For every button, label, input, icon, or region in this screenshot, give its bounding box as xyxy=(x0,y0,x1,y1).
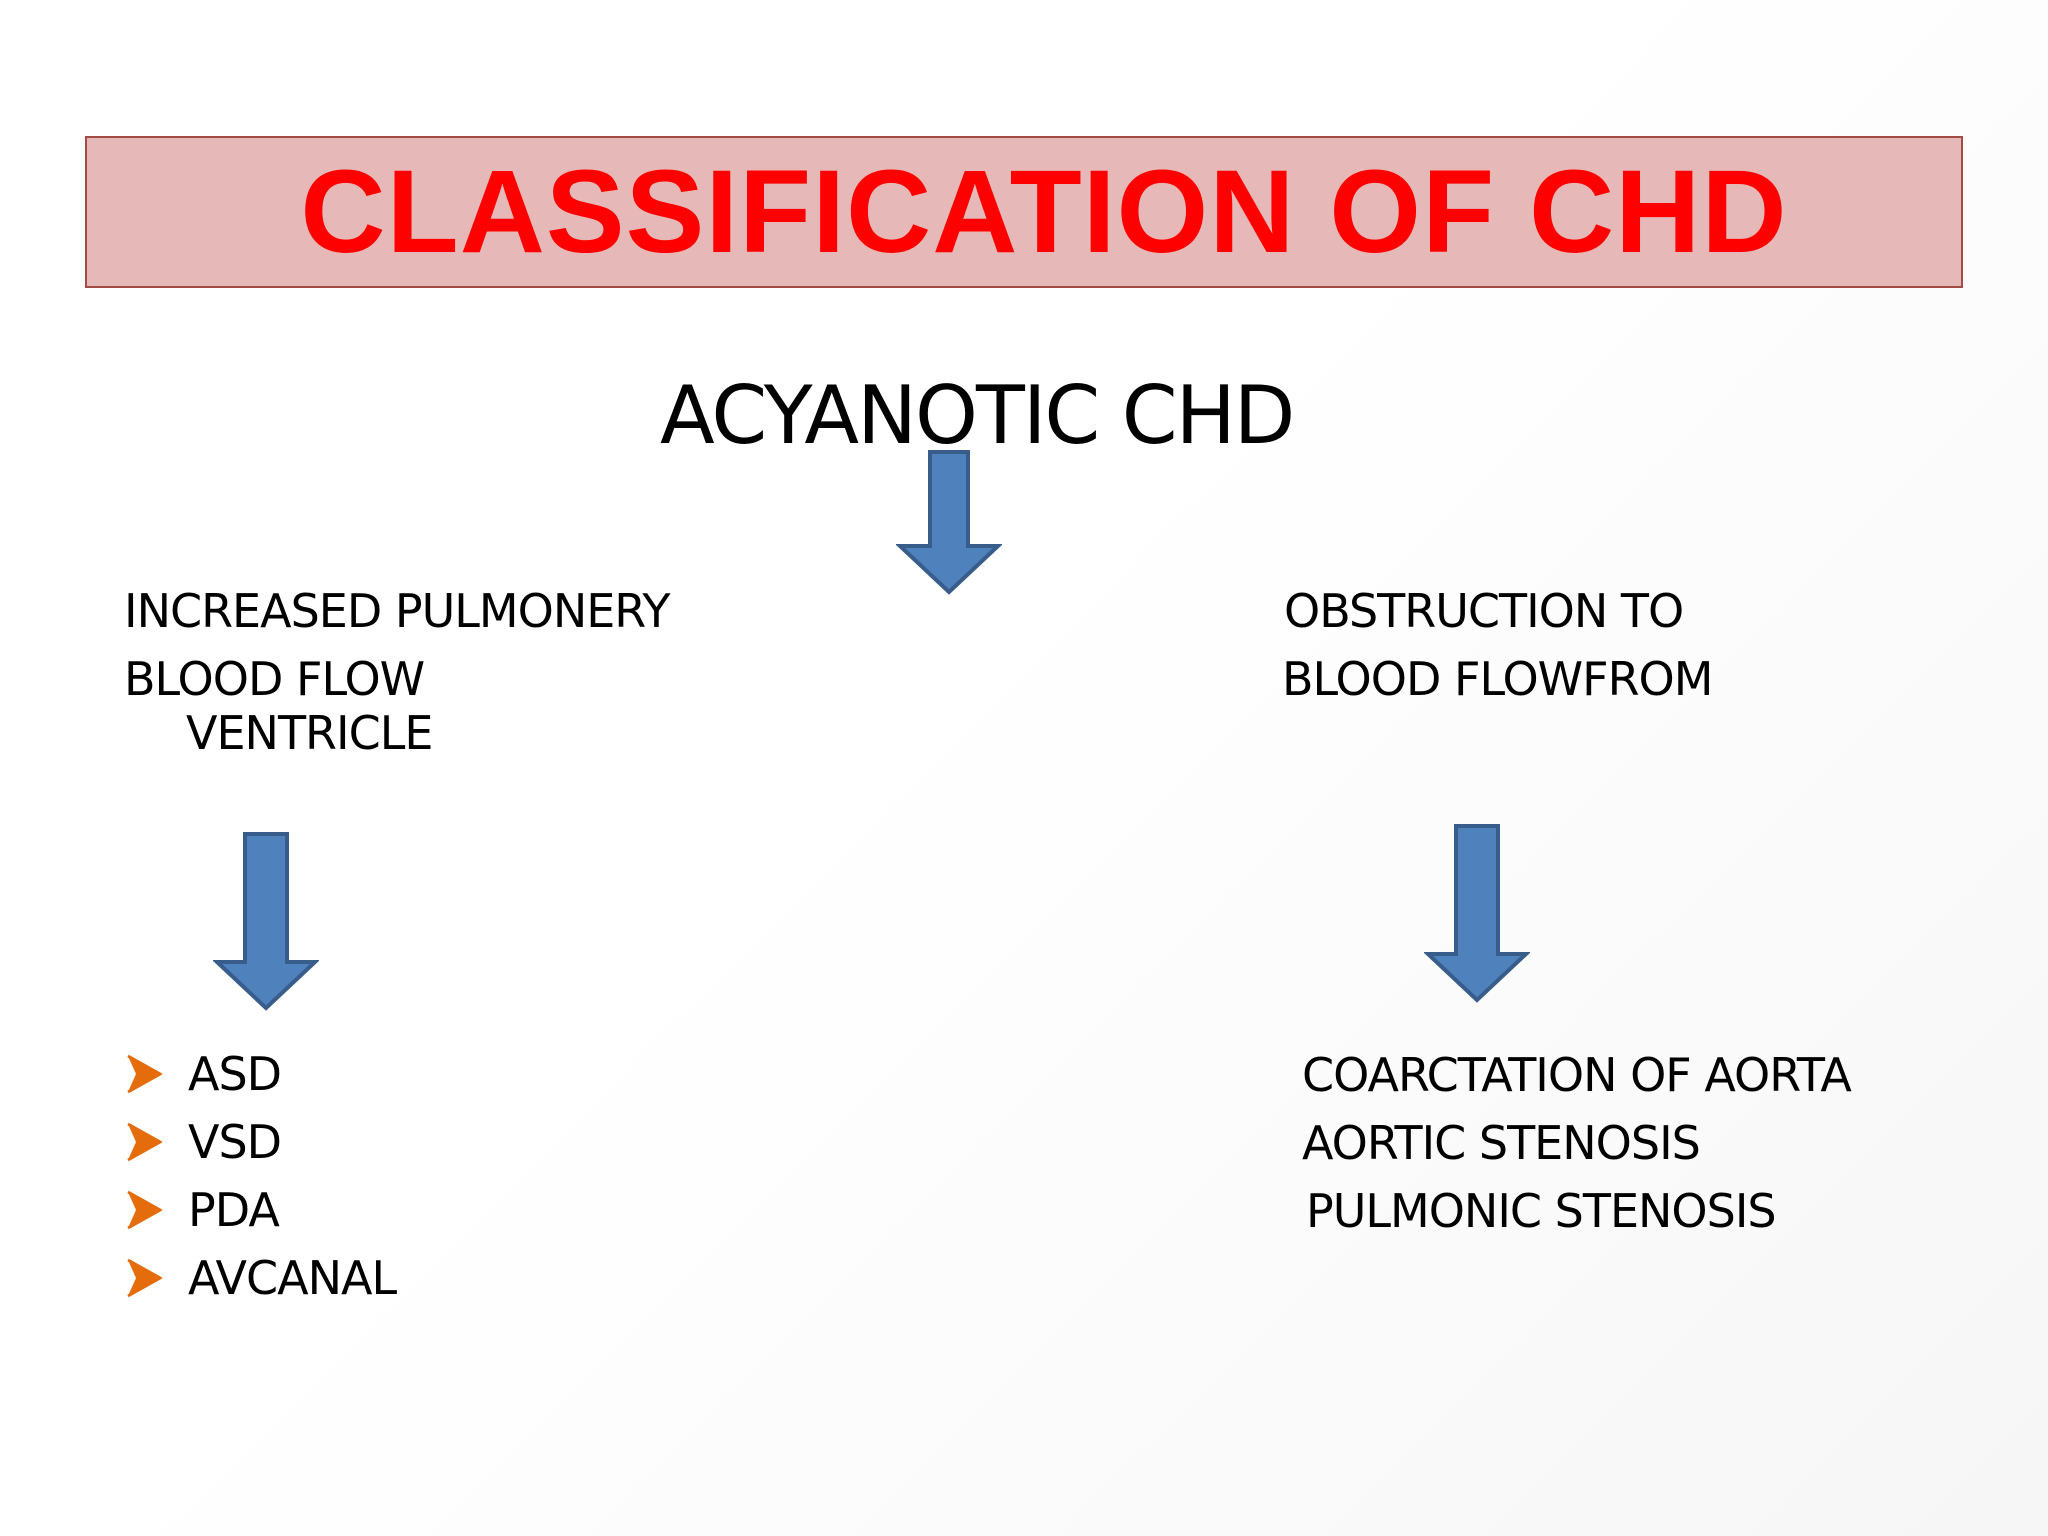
down-arrow-icon-right xyxy=(1424,824,1530,1003)
list-item-vsd: VSD xyxy=(126,1114,282,1170)
right-heading-line-1: OBSTRUCTION TO xyxy=(1284,584,1684,638)
list-item-label: VSD xyxy=(188,1115,282,1169)
slide-title: CLASSIFICATION OF CHD xyxy=(300,146,1788,278)
right-list-item-aortic-stenosis: AORTIC STENOSIS xyxy=(1302,1116,1701,1170)
list-item-asd: ASD xyxy=(126,1046,282,1102)
list-item-label: AVCANAL xyxy=(188,1251,397,1305)
down-arrow-icon-center xyxy=(896,450,1002,595)
down-arrow-icon-left xyxy=(213,832,319,1011)
left-heading-line-2: BLOOD FLOW xyxy=(124,652,425,706)
list-item-label: PDA xyxy=(188,1183,280,1237)
left-heading-line-1: INCREASED PULMONERY xyxy=(124,584,670,638)
list-item-label: ASD xyxy=(188,1047,282,1101)
chevron-right-bullet-icon xyxy=(127,1258,162,1298)
left-heading-line-3: VENTRICLE xyxy=(186,706,433,760)
right-heading-line-2: BLOOD FLOWFROM xyxy=(1282,652,1713,706)
list-item-pda: PDA xyxy=(126,1182,280,1238)
title-banner: CLASSIFICATION OF CHD xyxy=(85,136,1963,288)
right-list-item-pulmonic-stenosis: PULMONIC STENOSIS xyxy=(1306,1184,1777,1238)
chevron-right-bullet-icon xyxy=(127,1054,162,1094)
chevron-right-bullet-icon xyxy=(127,1122,162,1162)
list-item-avcanal: AVCANAL xyxy=(126,1250,397,1306)
subtitle: ACYANOTIC CHD xyxy=(660,369,1295,462)
chevron-right-bullet-icon xyxy=(127,1190,162,1230)
right-list-item-coarctation: COARCTATION OF AORTA xyxy=(1302,1048,1852,1102)
